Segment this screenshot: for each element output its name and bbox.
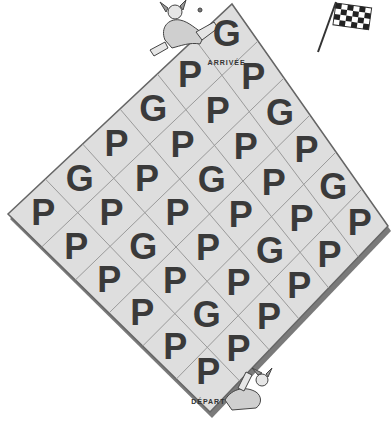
cell-letter: P — [287, 268, 311, 304]
grid-line — [45, 179, 239, 381]
board — [8, 4, 391, 418]
cell-letter: P — [196, 230, 220, 266]
cell-letter: P — [31, 195, 55, 231]
cell-letter: P — [348, 205, 372, 241]
cell-letter: P — [170, 127, 194, 163]
cell-letter: G — [193, 297, 221, 333]
cell-letter: P — [295, 132, 319, 168]
cell-letter: P — [196, 354, 220, 390]
checkered-flag — [318, 2, 372, 52]
cell-letter: P — [206, 93, 230, 129]
cell-letter: P — [234, 129, 258, 165]
cell-letter: P — [100, 195, 124, 231]
cell-letter: P — [262, 165, 286, 201]
cell-letter: P — [135, 161, 159, 197]
cell-letter: G — [213, 16, 241, 52]
cell-letter: G — [319, 169, 347, 205]
cell-letter: G — [198, 162, 226, 198]
grid-line — [176, 189, 362, 379]
cell-letter: P — [290, 201, 314, 237]
grid-line — [120, 109, 299, 319]
cell-letter: P — [163, 263, 187, 299]
start-label: DÉPART — [191, 397, 225, 404]
cell-letter: P — [227, 331, 251, 367]
cell-letter: P — [97, 262, 121, 298]
cell-letter: P — [165, 195, 189, 231]
board-surface — [8, 4, 388, 412]
jester-figure — [150, 0, 218, 56]
cell-letter: G — [256, 233, 284, 269]
cell-letter: P — [105, 126, 129, 162]
finish-label: ARRIVÉE — [208, 58, 246, 65]
jester-figure — [225, 368, 272, 410]
cell-letter: G — [139, 91, 167, 127]
cell-letter: G — [266, 95, 294, 131]
cell-letter: P — [64, 229, 88, 265]
cell-letter: P — [257, 299, 281, 335]
cell-letter: P — [229, 197, 253, 233]
cell-letter: G — [129, 229, 157, 265]
cell-letter: P — [178, 57, 202, 93]
cell-letter: G — [66, 161, 94, 197]
cell-letter: P — [130, 295, 154, 331]
cell-letter: P — [226, 265, 250, 301]
cell-letter: P — [163, 329, 187, 365]
cell-letter: P — [241, 59, 265, 95]
cell-letter: P — [318, 237, 342, 273]
